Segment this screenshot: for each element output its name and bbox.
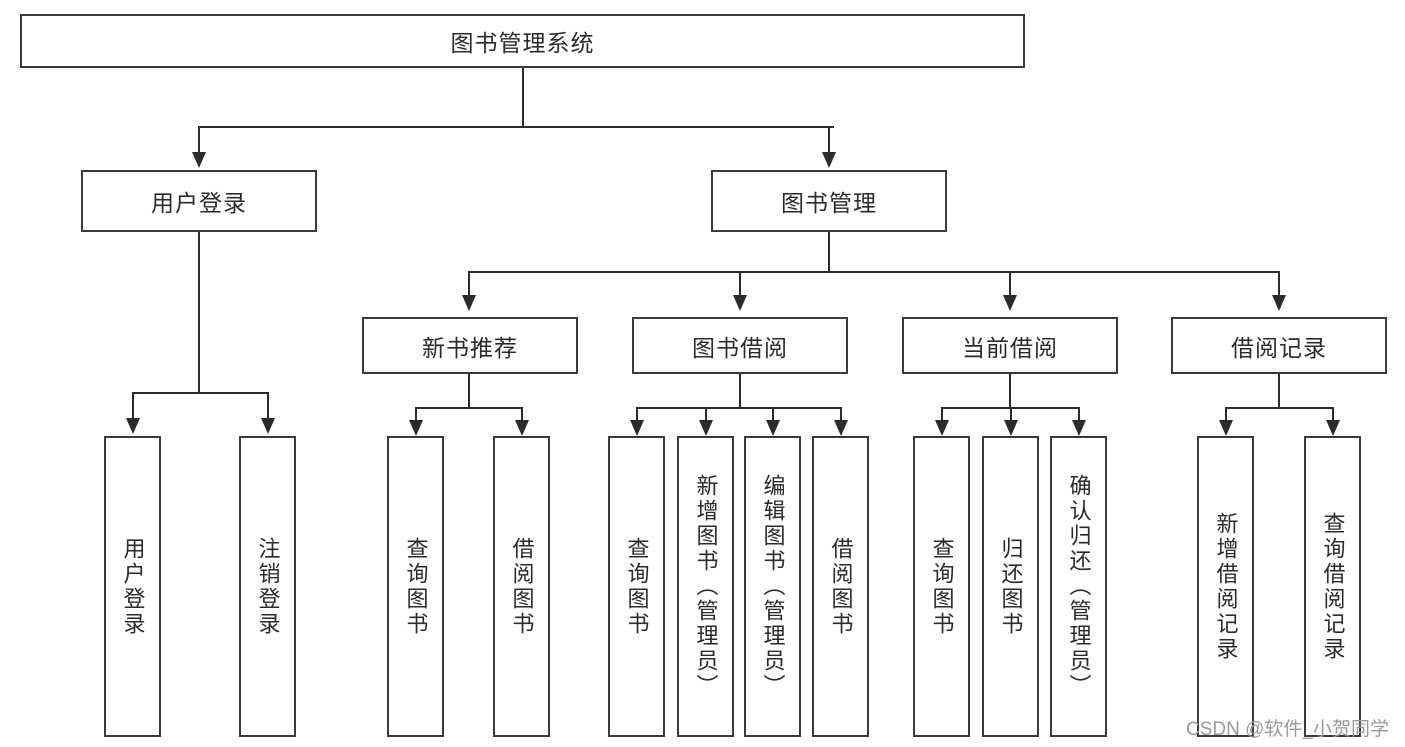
node-label: 借阅图书 — [509, 536, 535, 637]
connector-userlogin-leaf2 — [267, 392, 269, 420]
node-label: 确认归还（管理员） — [1066, 474, 1092, 699]
node-label: 新书推荐 — [422, 334, 518, 361]
arrow-userlogin-leaf1 — [126, 418, 140, 434]
leaf-borrow-edit-book-admin[interactable]: 编辑图书（管理员） — [744, 436, 801, 737]
arrow-borrow-leaf3 — [766, 420, 780, 436]
connector-root-stem — [522, 68, 524, 126]
connector-borrow-leaf3 — [772, 407, 774, 424]
connector-bookmgmt-stem — [828, 232, 830, 271]
node-label: 归还图书 — [998, 536, 1024, 637]
connector-record-leaf1 — [1225, 407, 1227, 424]
leaf-record-query-record[interactable]: 查询借阅记录 — [1304, 436, 1361, 737]
connector-borrow-leaf4 — [840, 407, 842, 424]
connector-bookmgmt-bus — [468, 271, 1279, 273]
node-label: 用户登录 — [151, 190, 247, 216]
arrow-current-leaf1 — [935, 420, 949, 436]
arrow-newbook-leaf1 — [409, 420, 423, 436]
node-root-system[interactable]: 图书管理系统 — [20, 14, 1025, 68]
node-borrow-record[interactable]: 借阅记录 — [1171, 317, 1387, 374]
arrow-bookmgmt-to-newbook — [462, 295, 476, 311]
connector-bookmgmt-to-newbook — [468, 271, 470, 297]
connector-newbook-stem — [468, 374, 470, 407]
connector-userlogin-leaf1 — [132, 392, 134, 420]
node-label: 当前借阅 — [962, 334, 1058, 361]
node-user-login[interactable]: 用户登录 — [81, 170, 317, 232]
arrow-root-to-userlogin — [192, 152, 206, 168]
connector-borrow-leaf2 — [705, 407, 707, 424]
connector-record-bus — [1225, 407, 1332, 409]
leaf-record-add-record[interactable]: 新增借阅记录 — [1197, 436, 1254, 737]
node-label: 用户登录 — [120, 536, 146, 637]
arrow-current-leaf2 — [1004, 420, 1018, 436]
node-current-borrow[interactable]: 当前借阅 — [902, 317, 1118, 374]
leaf-borrow-add-book-admin[interactable]: 新增图书（管理员） — [677, 436, 734, 737]
connector-current-leaf1 — [941, 407, 943, 424]
connector-newbook-leaf2 — [521, 407, 523, 424]
connector-userlogin-bus — [132, 392, 267, 394]
node-label: 借阅记录 — [1231, 334, 1327, 361]
connector-current-leaf2 — [1010, 407, 1012, 424]
connector-userlogin-stem — [198, 232, 200, 392]
connector-borrow-leaf1 — [636, 407, 638, 424]
arrow-borrow-leaf2 — [699, 420, 713, 436]
connector-newbook-leaf1 — [415, 407, 417, 424]
arrow-root-to-bookmgmt — [822, 152, 836, 168]
node-label: 图书管理 — [781, 190, 877, 216]
arrow-bookmgmt-to-record — [1272, 295, 1286, 311]
connector-bookmgmt-to-borrow — [739, 271, 741, 297]
connector-newbook-bus — [415, 407, 521, 409]
connector-bookmgmt-to-record — [1278, 271, 1280, 297]
connector-bookmgmt-to-current — [1009, 271, 1011, 297]
connector-root-to-bookmgmt — [828, 126, 830, 154]
connector-root-bus — [198, 126, 834, 128]
connector-current-leaf3 — [1078, 407, 1080, 424]
leaf-current-return-book[interactable]: 归还图书 — [982, 436, 1039, 737]
leaf-borrow-borrow-book[interactable]: 借阅图书 — [812, 436, 869, 737]
node-label: 图书管理系统 — [450, 30, 595, 56]
csdn-watermark: CSDN @软件_小贺同学 — [1186, 719, 1389, 740]
leaf-current-query-book[interactable]: 查询图书 — [913, 436, 970, 737]
connector-root-to-userlogin — [198, 126, 200, 154]
node-new-book-recommend[interactable]: 新书推荐 — [362, 317, 578, 374]
leaf-newbook-borrow-book[interactable]: 借阅图书 — [493, 436, 550, 737]
leaf-newbook-query-book[interactable]: 查询图书 — [387, 436, 444, 737]
arrow-userlogin-leaf2 — [261, 418, 275, 434]
arrow-bookmgmt-to-current — [1003, 295, 1017, 311]
connector-record-stem — [1278, 374, 1280, 407]
node-label: 借阅图书 — [828, 536, 854, 637]
arrow-newbook-leaf2 — [515, 420, 529, 436]
node-label: 注销登录 — [255, 536, 281, 637]
arrow-current-leaf3 — [1072, 420, 1086, 436]
arrow-record-leaf2 — [1326, 420, 1340, 436]
leaf-logout[interactable]: 注销登录 — [239, 436, 296, 737]
node-label: 查询图书 — [403, 536, 429, 637]
connector-record-leaf2 — [1332, 407, 1334, 424]
arrow-bookmgmt-to-borrow — [733, 295, 747, 311]
node-label: 编辑图书（管理员） — [760, 474, 786, 699]
node-label: 新增借阅记录 — [1213, 511, 1239, 662]
leaf-user-login[interactable]: 用户登录 — [104, 436, 161, 737]
connector-borrow-bus — [636, 407, 841, 409]
node-label: 查询借阅记录 — [1320, 511, 1346, 662]
node-book-management[interactable]: 图书管理 — [711, 170, 947, 232]
connector-borrow-stem — [739, 374, 741, 407]
node-label: 新增图书（管理员） — [693, 474, 719, 699]
leaf-borrow-query-book[interactable]: 查询图书 — [608, 436, 665, 737]
node-label: 查询图书 — [929, 536, 955, 637]
node-label: 图书借阅 — [692, 334, 788, 361]
arrow-record-leaf1 — [1219, 420, 1233, 436]
connector-current-stem — [1009, 374, 1011, 407]
arrow-borrow-leaf1 — [630, 420, 644, 436]
leaf-current-confirm-return-admin[interactable]: 确认归还（管理员） — [1050, 436, 1107, 737]
arrow-borrow-leaf4 — [834, 420, 848, 436]
node-book-borrow[interactable]: 图书借阅 — [632, 317, 848, 374]
node-label: 查询图书 — [624, 536, 650, 637]
